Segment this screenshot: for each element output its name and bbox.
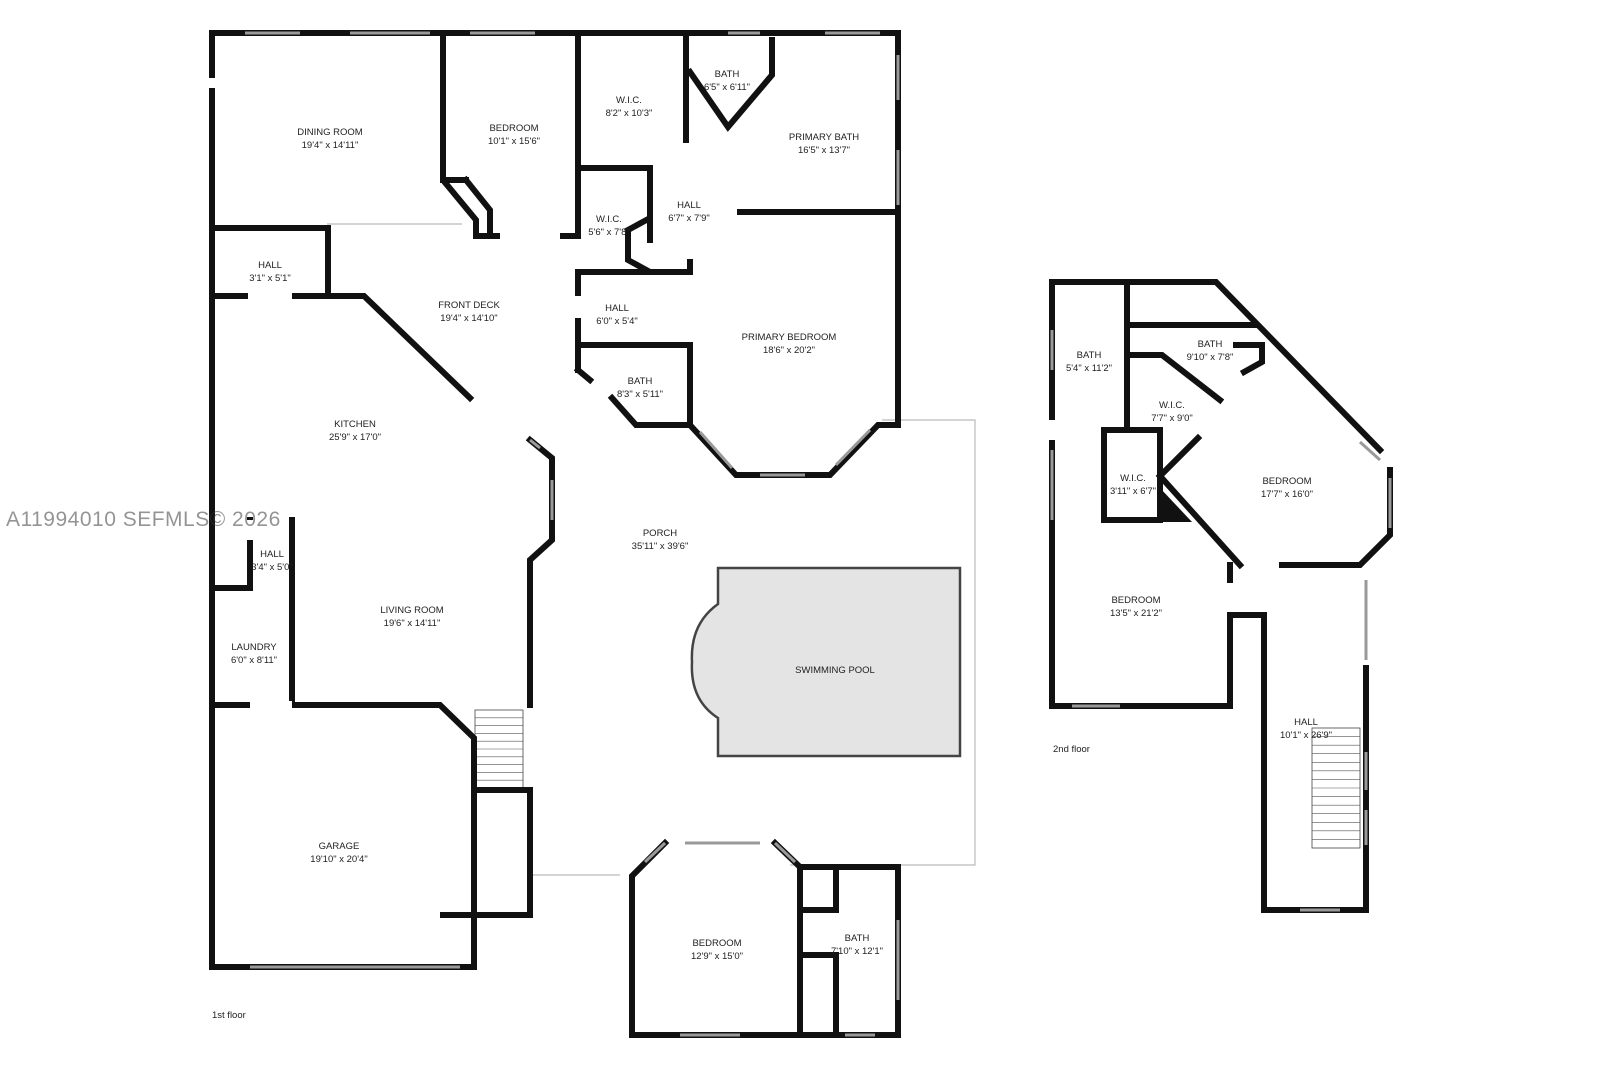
room-label: SWIMMING POOL — [795, 665, 875, 676]
room-label: W.I.C.5'6" x 7'8" — [588, 214, 630, 238]
floor-label-1st: 1st floor — [212, 1010, 246, 1021]
room-label: W.I.C.7'7" x 9'0" — [1151, 400, 1193, 424]
swimming-pool — [690, 566, 962, 758]
floor-label-2nd: 2nd floor — [1053, 744, 1090, 755]
room-label: W.I.C.8'2" x 10'3" — [605, 95, 653, 119]
watermark: A11994010 SEFMLS© 2026 — [6, 508, 281, 531]
room-label: W.I.C.3'11" x 6'7" — [1109, 473, 1157, 497]
